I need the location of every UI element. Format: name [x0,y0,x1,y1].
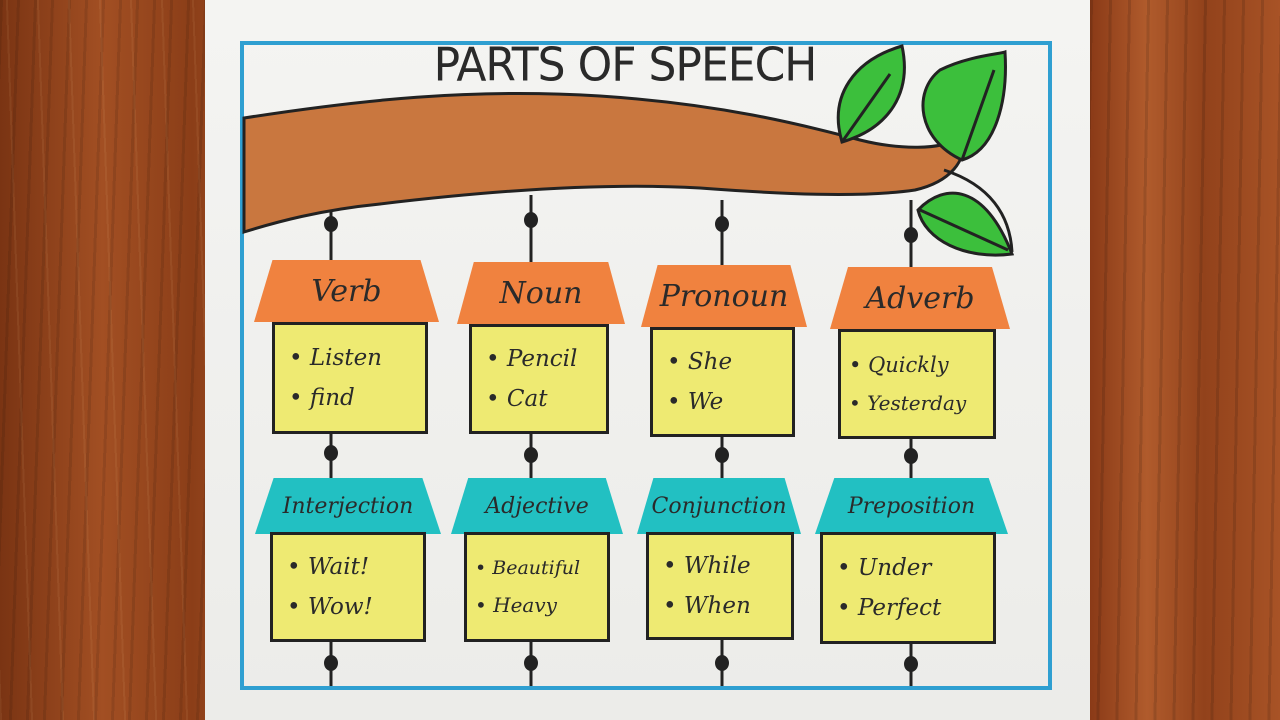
leaf-icon [921,49,1007,162]
word-item: Cat [486,386,606,412]
poster-title: PARTS OF SPEECH [433,38,818,93]
string-knots [324,212,918,672]
word-item: While [663,553,791,579]
roof-conjunction: Conjunction [637,478,801,534]
word-item: When [663,593,791,619]
word-box-noun: Pencil Cat [469,324,609,434]
tree-branch [242,91,965,235]
word-item: Yesterday [849,391,993,415]
leaf-icon [836,44,906,144]
word-item: Wait! [287,554,423,580]
leaf-icon [916,191,1015,257]
word-item: Quickly [849,353,993,377]
word-box-verb: Listen find [272,322,428,434]
word-item: Pencil [486,346,606,372]
word-box-adjective: Beautiful Heavy [464,532,610,642]
word-box-interjection: Wait! Wow! [270,532,426,642]
word-item: Beautiful [475,557,607,579]
word-box-preposition: Under Perfect [820,532,996,644]
roof-adverb: Adverb [830,267,1010,329]
word-item: Under [837,555,993,581]
poster-frame [240,41,1052,690]
roof-preposition: Preposition [815,478,1008,534]
word-item: Heavy [475,593,607,617]
word-box-adverb: Quickly Yesterday [838,329,996,439]
word-box-conjunction: While When [646,532,794,640]
roof-adjective: Adjective [451,478,623,534]
word-box-pronoun: She We [650,327,795,437]
roof-verb: Verb [254,260,439,322]
word-item: Listen [289,345,425,371]
wood-table-right [1090,0,1280,720]
roof-noun: Noun [457,262,625,324]
roof-interjection: Interjection [255,478,441,534]
roof-pronoun: Pronoun [641,265,807,327]
word-item: find [289,385,425,411]
word-item: We [667,389,792,415]
word-item: Wow! [287,594,423,620]
word-item: She [667,349,792,375]
word-item: Perfect [837,595,993,621]
